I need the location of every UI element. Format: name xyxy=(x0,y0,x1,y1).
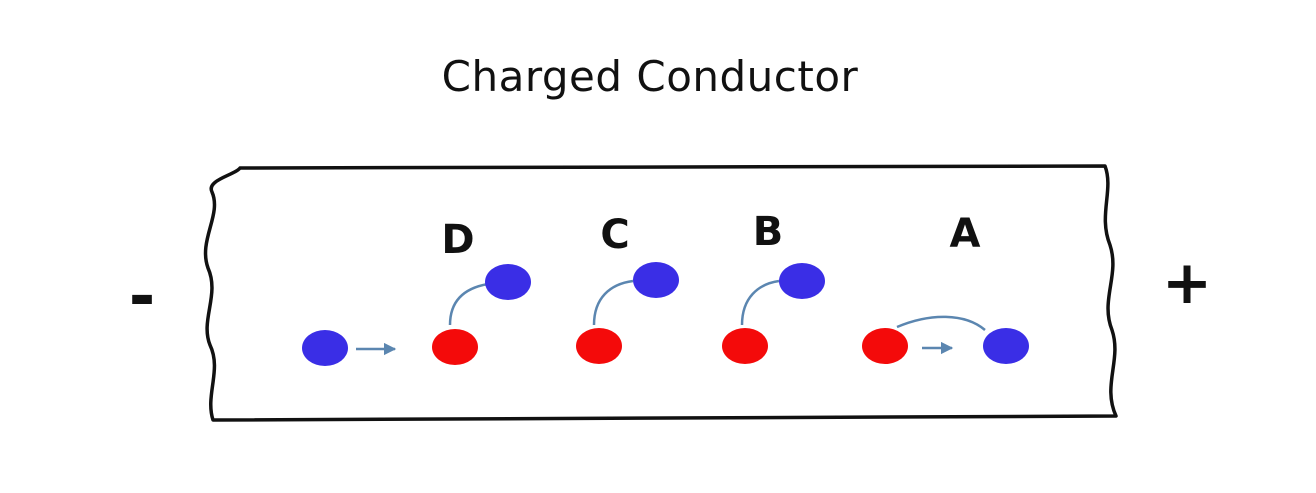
electron-d xyxy=(485,264,531,300)
electron-c xyxy=(633,262,679,298)
electron-b xyxy=(779,263,825,299)
diagram-title: Charged Conductor xyxy=(441,52,859,101)
ion-a xyxy=(862,328,908,364)
site-label-d: D xyxy=(441,217,474,263)
site-label-b: B xyxy=(753,209,784,255)
ion-d xyxy=(432,329,478,365)
conductor-outline xyxy=(203,164,1118,422)
bond-curve-d xyxy=(448,282,489,326)
site-label-c: C xyxy=(600,212,629,258)
ion-c xyxy=(576,328,622,364)
bond-curve-c xyxy=(592,279,634,326)
incoming-electron xyxy=(302,330,348,366)
positive-sign: + xyxy=(1162,248,1212,318)
ion-b xyxy=(722,328,768,364)
bond-curve-a xyxy=(896,315,986,331)
electron-a xyxy=(983,328,1029,364)
negative-sign: - xyxy=(129,260,156,334)
bond-curve-b xyxy=(740,279,780,326)
site-label-a: A xyxy=(950,211,981,257)
